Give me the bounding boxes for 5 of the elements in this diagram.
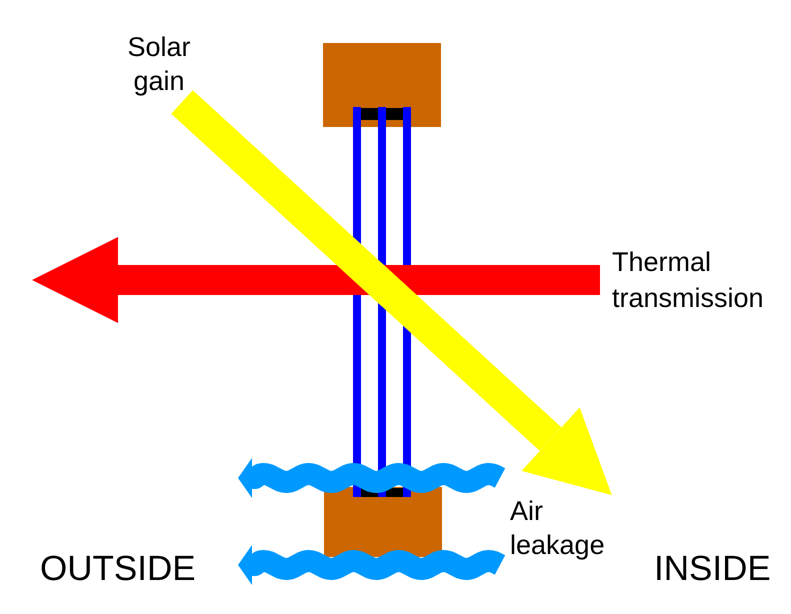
region-label: INSIDE [654, 548, 771, 590]
flow-label: Solar gain [128, 31, 191, 98]
flow-label: Air leakage [510, 495, 605, 562]
flow-label: Thermal transmission [612, 246, 764, 315]
region-label: OUTSIDE [40, 548, 196, 590]
